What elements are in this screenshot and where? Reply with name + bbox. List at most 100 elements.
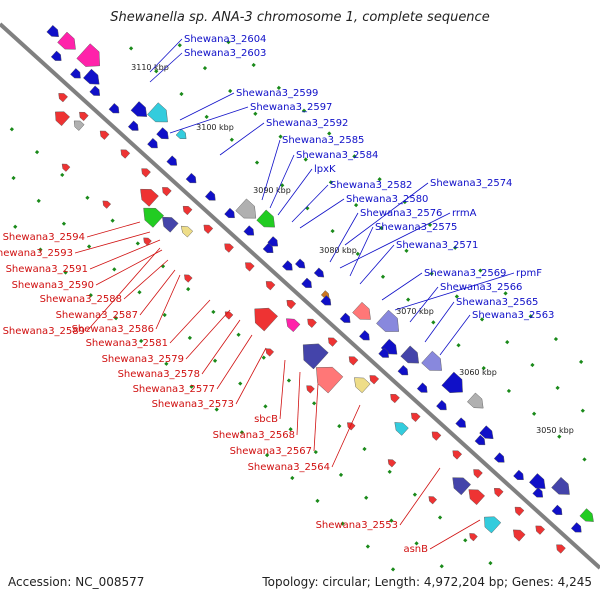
reverse-gene-label: Shewana3_2581: [86, 338, 168, 349]
reverse-gene-arrow: [452, 477, 471, 496]
forward-gene-label: Shewana3_2582: [330, 180, 412, 191]
forward-gene-arrow: [89, 85, 101, 96]
tick-mark: [254, 160, 260, 165]
leader-line: [169, 106, 249, 134]
tick-mark: [113, 316, 119, 321]
forward-gene-arrow: [262, 242, 274, 253]
forward-gene-arrow: [532, 487, 544, 498]
forward-gene-label: Shewana3_2569: [424, 268, 506, 279]
reverse-gene-label: Shewana3_2590: [12, 280, 94, 291]
forward-gene-arrow: [224, 207, 235, 219]
forward-gene-arrow: [127, 120, 139, 131]
tick-mark: [429, 271, 434, 276]
reverse-gene-arrow: [143, 207, 164, 228]
reverse-gene-arrow: [58, 93, 68, 103]
leader-line: [439, 314, 471, 356]
tick-mark: [390, 567, 396, 572]
forward-gene-arrow: [513, 469, 524, 480]
forward-gene-arrow: [479, 425, 494, 440]
tick-mark: [303, 157, 308, 162]
forward-gene-arrow: [76, 43, 100, 67]
leader-line: [331, 404, 361, 468]
reverse-gene-arrow: [55, 111, 70, 127]
forward-gene-label: rrmA: [452, 208, 477, 219]
forward-gene-arrow: [416, 382, 428, 393]
leader-line: [277, 168, 313, 216]
reverse-gene-arrow: [286, 300, 297, 310]
tick-mark: [36, 198, 41, 203]
tick-mark: [135, 241, 140, 246]
tick-mark: [211, 309, 216, 315]
tick-mark: [337, 424, 342, 429]
forward-gene-arrow: [570, 522, 582, 533]
leader-line: [169, 299, 211, 344]
reverse-gene-label: Shewana3_2587: [56, 310, 138, 321]
forward-gene-arrow: [204, 190, 216, 201]
tick-mark: [528, 314, 533, 319]
tick-mark: [177, 43, 182, 48]
forward-gene-arrow: [313, 267, 325, 278]
reverse-gene-arrow: [369, 375, 380, 385]
leader-line: [86, 221, 141, 238]
tick-mark: [128, 46, 134, 51]
leader-line: [216, 334, 253, 390]
tick-mark: [204, 114, 209, 119]
reverse-gene-arrow: [245, 262, 255, 272]
tick-mark: [353, 203, 359, 208]
forward-gene-arrow: [147, 102, 168, 123]
tick-mark: [479, 317, 485, 322]
leader-line: [185, 309, 231, 360]
tick-mark: [110, 218, 115, 223]
forward-gene-label: Shewana3_2597: [250, 102, 332, 113]
tick-mark: [253, 111, 258, 116]
tick-mark: [286, 378, 292, 383]
tick-mark: [154, 69, 159, 74]
forward-gene-arrow: [243, 225, 255, 236]
leader-line: [155, 274, 181, 330]
tick-mark: [87, 244, 92, 249]
kbp-tick-label: 3080 kbp: [319, 246, 357, 255]
tick-mark: [340, 521, 345, 526]
tick-mark: [239, 430, 245, 435]
reverse-gene-label: sbcB: [254, 414, 278, 425]
reverse-gene-arrow: [354, 377, 371, 394]
reverse-gene-arrow: [162, 216, 179, 233]
kbp-tick-label: 3060 kbp: [459, 368, 497, 377]
tick-mark: [288, 427, 293, 432]
tick-mark: [364, 495, 369, 500]
reverse-gene-arrow: [556, 544, 566, 554]
tick-mark: [330, 228, 335, 234]
reverse-gene-arrow: [306, 385, 315, 394]
reverse-gene-arrow: [61, 163, 71, 172]
tick-mark: [481, 365, 486, 371]
forward-gene-arrow: [579, 508, 594, 522]
forward-gene-label: lpxK: [314, 164, 336, 175]
tick-mark: [427, 222, 433, 227]
tick-mark: [261, 355, 266, 360]
tick-mark: [414, 541, 419, 546]
reverse-gene-arrow: [469, 533, 478, 542]
reverse-gene-arrow: [452, 450, 463, 460]
forward-gene-arrow: [156, 127, 169, 140]
summary-text: Topology: circular; Length: 4,972,204 bp…: [262, 575, 592, 589]
tick-mark: [488, 561, 493, 566]
tick-mark: [137, 290, 142, 295]
leader-line: [313, 383, 319, 452]
tick-mark: [278, 134, 283, 139]
reverse-gene-arrow: [102, 200, 112, 209]
reverse-gene-label: Shewana3_2568: [213, 430, 295, 441]
leader-line: [74, 231, 151, 254]
reverse-gene-arrow: [302, 343, 329, 370]
tick-mark: [315, 498, 320, 503]
reverse-gene-label: Shewana3_2594: [3, 232, 85, 243]
forward-gene-arrow: [235, 198, 257, 219]
reverse-gene-arrow: [390, 394, 400, 404]
tick-mark: [478, 268, 483, 273]
reverse-gene-arrow: [411, 412, 421, 422]
forward-gene-arrow: [57, 31, 76, 50]
forward-gene-label: Shewana3_2599: [236, 88, 318, 99]
tick-mark: [301, 108, 307, 113]
tick-mark: [579, 359, 584, 365]
reverse-gene-label: Shewana3_2564: [248, 462, 330, 473]
tick-mark: [280, 183, 285, 188]
